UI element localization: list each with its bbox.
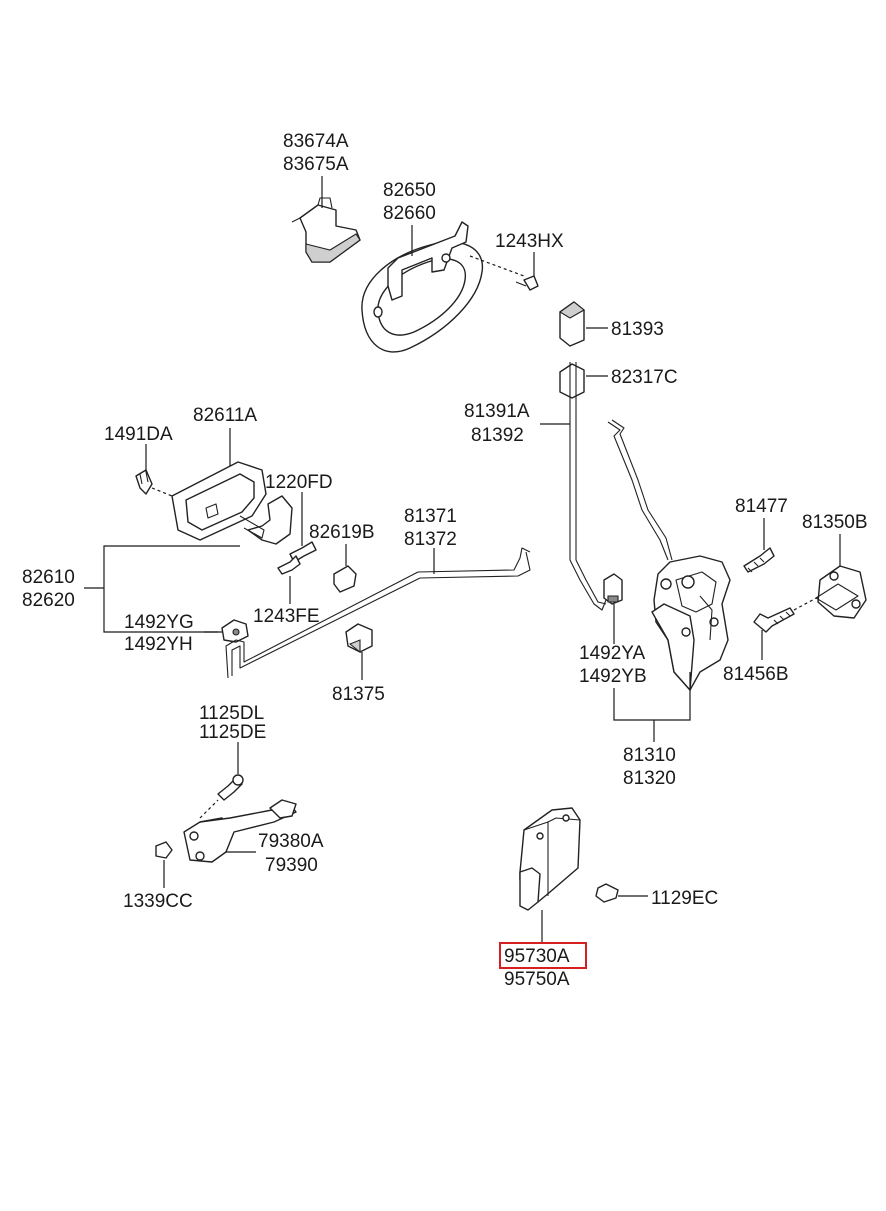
- label-95750A[interactable]: 95750A: [504, 969, 570, 990]
- pin-1491DA[interactable]: [135, 469, 153, 495]
- rod-81371[interactable]: [225, 547, 531, 679]
- label-82611A[interactable]: 82611A: [193, 405, 257, 426]
- label-1125DE[interactable]: 1125DE: [199, 722, 266, 743]
- leader-1125DL-dash: [199, 799, 219, 819]
- clip-1492YA[interactable]: [603, 573, 623, 605]
- label-95730A[interactable]: 95730A: [504, 946, 570, 967]
- inside-handle-82611A[interactable]: [171, 461, 293, 545]
- clip-82317C[interactable]: [559, 363, 585, 399]
- label-81392[interactable]: 81392: [471, 425, 524, 446]
- door-check-79380A[interactable]: [183, 799, 297, 863]
- part-labels: 83674A 83675A 82650 82660 1243HX 81393 8…: [22, 131, 868, 990]
- striker-81350B[interactable]: [815, 565, 867, 619]
- label-82610[interactable]: 82610: [22, 567, 75, 588]
- label-82317C[interactable]: 82317C: [611, 367, 678, 388]
- label-1243HX[interactable]: 1243HX: [495, 231, 564, 252]
- actuator-95730A[interactable]: [519, 807, 581, 911]
- label-1492YA[interactable]: 1492YA: [579, 643, 646, 664]
- label-81393[interactable]: 81393: [611, 319, 664, 340]
- label-81477[interactable]: 81477: [735, 496, 788, 517]
- label-81375[interactable]: 81375: [332, 684, 385, 705]
- label-81371[interactable]: 81371: [404, 506, 457, 527]
- label-1492YG[interactable]: 1492YG: [124, 612, 194, 633]
- leader-82610-bracket: [103, 545, 240, 633]
- screw-81456B[interactable]: [753, 607, 795, 633]
- bracket-83674A[interactable]: [291, 197, 361, 263]
- bolt-1125DL[interactable]: [217, 774, 244, 801]
- label-79380A[interactable]: 79380A: [258, 831, 324, 852]
- label-82660[interactable]: 82660: [383, 203, 436, 224]
- label-81372[interactable]: 81372: [404, 529, 457, 550]
- label-1243FE[interactable]: 1243FE: [253, 606, 320, 627]
- label-83675A[interactable]: 83675A: [283, 154, 349, 175]
- nut-1339CC[interactable]: [155, 841, 173, 859]
- rod-81391A[interactable]: [569, 362, 607, 611]
- label-82650[interactable]: 82650: [383, 180, 436, 201]
- label-82619B[interactable]: 82619B: [309, 522, 375, 543]
- clip-81393[interactable]: [558, 301, 585, 347]
- rod-latch-link[interactable]: [607, 419, 673, 561]
- leader-1491DA-dash: [151, 487, 173, 497]
- screw-81477[interactable]: [743, 547, 775, 573]
- label-1339CC[interactable]: 1339CC: [123, 891, 193, 912]
- label-82620[interactable]: 82620: [22, 590, 75, 611]
- leader-81310-bracket: [613, 672, 691, 721]
- screw-1243HX[interactable]: [515, 275, 539, 291]
- label-1220FD[interactable]: 1220FD: [265, 472, 333, 493]
- label-1491DA[interactable]: 1491DA: [104, 424, 173, 445]
- highlight-box-95730A: [499, 942, 587, 969]
- label-81320[interactable]: 81320: [623, 768, 676, 789]
- pad-82619B[interactable]: [333, 565, 357, 593]
- clip-1492YG[interactable]: [221, 619, 249, 643]
- label-1492YH[interactable]: 1492YH: [124, 634, 193, 655]
- door-latch-81310[interactable]: [651, 555, 731, 691]
- label-1129EC[interactable]: 1129EC: [651, 888, 718, 909]
- label-83674A[interactable]: 83674A: [283, 131, 349, 152]
- label-1492YB[interactable]: 1492YB: [579, 666, 647, 687]
- label-81456B[interactable]: 81456B: [723, 664, 789, 685]
- clip-81375[interactable]: [345, 623, 373, 654]
- label-81391A[interactable]: 81391A: [464, 401, 530, 422]
- outside-handle-82650[interactable]: [361, 221, 484, 353]
- label-81350B[interactable]: 81350B: [802, 512, 868, 533]
- screw-1243FE[interactable]: [277, 555, 301, 575]
- label-81310[interactable]: 81310: [623, 745, 676, 766]
- label-1125DL[interactable]: 1125DL: [199, 703, 264, 724]
- screw-1129EC[interactable]: [595, 883, 619, 903]
- label-79390[interactable]: 79390: [265, 855, 318, 876]
